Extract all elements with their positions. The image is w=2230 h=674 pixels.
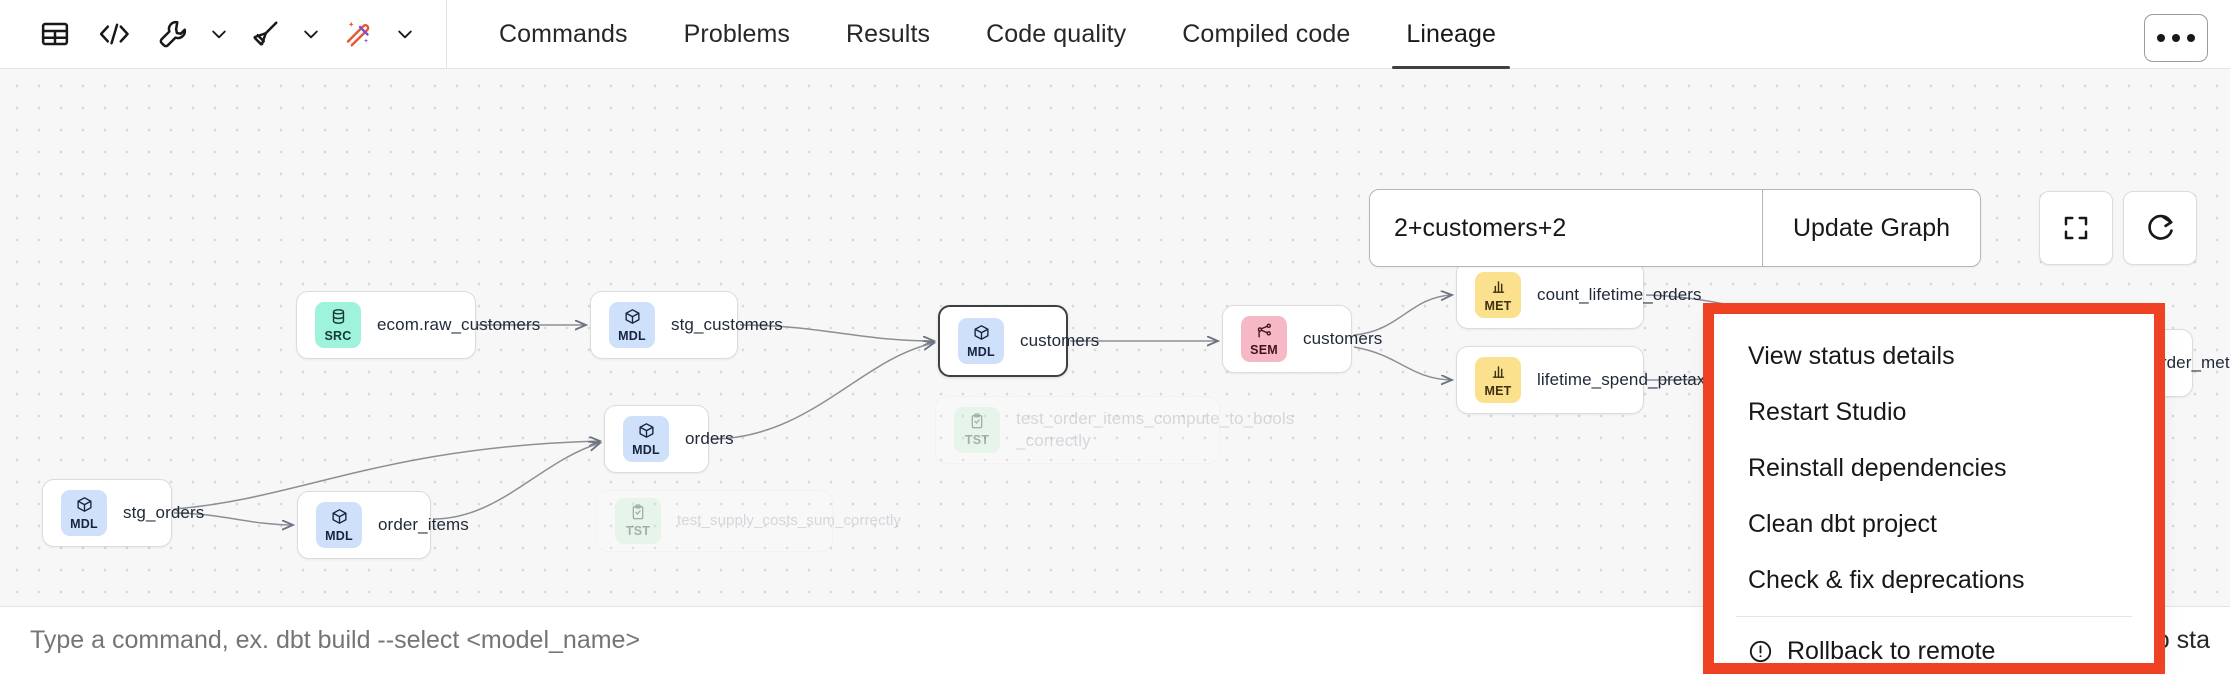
cube-icon xyxy=(973,324,990,345)
node-label: test_order_items_compute_to_bools _corre… xyxy=(1016,408,1295,450)
node-label: stg_customers xyxy=(671,314,783,334)
update-graph-button[interactable]: Update Graph xyxy=(1763,190,1980,266)
menu-item-restart-studio[interactable]: Restart Studio xyxy=(1748,397,1907,426)
tst-badge: TST xyxy=(615,498,661,544)
broom-icon[interactable] xyxy=(236,10,294,58)
tst-badge: TST xyxy=(954,407,1000,453)
lineage-node-count-lifetime-orders[interactable]: MET count_lifetime_orders xyxy=(1456,261,1702,329)
menu-item-view-status-details[interactable]: View status details xyxy=(1748,341,1955,370)
menu-item-reinstall-dependencies[interactable]: Reinstall dependencies xyxy=(1748,453,2007,482)
node-type-tag: SEM xyxy=(1250,342,1278,357)
tab-bar: Commands Problems Results Code quality C… xyxy=(471,0,1524,69)
sem-badge: SEM xyxy=(1241,316,1287,362)
node-label: test_supply_costs_sum_correctly xyxy=(677,512,902,530)
lineage-node-ecom-raw-customers[interactable]: SRC ecom.raw_customers xyxy=(296,291,540,359)
ellipsis-icon-dot xyxy=(2187,34,2195,42)
code-icon[interactable] xyxy=(84,10,144,58)
mdl-badge: MDL xyxy=(316,502,362,548)
mdl-badge: MDL xyxy=(623,416,669,462)
graph-selector-control: Update Graph xyxy=(1369,189,1981,267)
node-type-tag: MET xyxy=(1484,298,1512,313)
semantic-graph-icon xyxy=(1256,322,1273,343)
node-label: customers xyxy=(1303,328,1383,348)
toolbar-divider xyxy=(446,0,447,69)
node-type-tag: TST xyxy=(964,433,990,448)
lineage-node-test-order-items[interactable]: TST test_order_items_compute_to_bools _c… xyxy=(935,396,1294,464)
tab-compiled-code[interactable]: Compiled code xyxy=(1182,19,1351,48)
database-icon xyxy=(330,308,347,329)
lineage-node-test-supply-costs[interactable]: TST test_supply_costs_sum_correctly xyxy=(596,490,901,552)
node-type-tag: SRC xyxy=(324,328,352,343)
cube-icon xyxy=(638,422,655,443)
refresh-icon xyxy=(2148,214,2173,240)
tab-results[interactable]: Results xyxy=(846,19,931,48)
chevron-down-icon-wand[interactable] xyxy=(388,10,422,58)
node-type-tag: MDL xyxy=(632,442,660,457)
graph-selector-input[interactable] xyxy=(1370,190,1762,266)
ellipsis-icon-dot xyxy=(2172,34,2180,42)
tab-code-quality[interactable]: Code quality xyxy=(986,19,1127,48)
wrench-icon[interactable] xyxy=(144,10,202,58)
node-label: count_lifetime_orders xyxy=(1537,284,1702,304)
node-label: ecom.raw_customers xyxy=(377,314,541,334)
clipboard-check-icon xyxy=(630,504,646,524)
fullscreen-button[interactable] xyxy=(2039,191,2113,265)
cube-icon xyxy=(76,496,93,517)
mdl-badge: MDL xyxy=(609,302,655,348)
cube-icon xyxy=(624,308,641,329)
menu-item-check-fix-deprecations[interactable]: Check & fix deprecations xyxy=(1748,565,2025,594)
node-type-tag: MDL xyxy=(618,328,646,343)
top-toolbar: Commands Problems Results Code quality C… xyxy=(0,0,2230,69)
node-type-tag: MET xyxy=(1484,383,1512,398)
mdl-badge: MDL xyxy=(958,318,1004,364)
chevron-down-icon-wrench[interactable] xyxy=(202,10,236,58)
node-label: lifetime_spend_pretax xyxy=(1537,369,1706,389)
node-label: customers xyxy=(1020,330,1100,350)
lineage-node-stg-customers[interactable]: MDL stg_customers xyxy=(590,291,783,359)
toolbar-icon-group xyxy=(0,0,422,69)
node-type-tag: MDL xyxy=(70,516,98,531)
node-type-tag: MDL xyxy=(967,344,995,359)
menu-item-clean-dbt-project[interactable]: Clean dbt project xyxy=(1748,509,1938,538)
lineage-node-customers-semantic[interactable]: SEM customers xyxy=(1222,305,1382,373)
lineage-node-lifetime-spend-pretax[interactable]: MET lifetime_spend_pretax xyxy=(1456,346,1705,414)
lineage-node-orders[interactable]: MDL orders xyxy=(604,405,734,473)
menu-item-label: Rollback to remote xyxy=(1787,636,1996,665)
node-label: orders xyxy=(685,428,734,448)
bar-chart-icon xyxy=(1490,278,1507,299)
tab-commands[interactable]: Commands xyxy=(499,19,628,48)
ellipsis-icon-dot xyxy=(2157,34,2165,42)
node-type-tag: MDL xyxy=(325,528,353,543)
tab-lineage[interactable]: Lineage xyxy=(1378,0,1524,69)
fullscreen-icon xyxy=(2064,216,2088,240)
node-label: stg_orders xyxy=(123,502,205,522)
magic-wand-icon[interactable] xyxy=(328,10,388,58)
tab-problems[interactable]: Problems xyxy=(683,19,791,48)
more-options-button[interactable] xyxy=(2144,14,2208,62)
studio-actions-menu: View status details Restart Studio Reins… xyxy=(1714,314,2154,674)
mdl-badge: MDL xyxy=(61,490,107,536)
graph-control-divider xyxy=(1761,190,1763,266)
cube-icon xyxy=(331,508,348,529)
bar-chart-icon xyxy=(1490,363,1507,384)
chevron-down-icon-broom[interactable] xyxy=(294,10,328,58)
met-badge: MET xyxy=(1475,357,1521,403)
node-label: order_items xyxy=(378,514,469,534)
lineage-node-order-items[interactable]: MDL order_items xyxy=(297,491,469,559)
alert-circle-icon xyxy=(1748,639,1773,664)
node-type-tag: TST xyxy=(625,524,651,539)
clipboard-check-icon xyxy=(969,413,985,433)
refresh-button[interactable] xyxy=(2123,191,2197,265)
command-input[interactable] xyxy=(0,626,1987,655)
lineage-node-customers-model[interactable]: MDL customers xyxy=(938,305,1099,377)
table-icon[interactable] xyxy=(26,10,84,58)
menu-divider xyxy=(1736,616,2132,617)
menu-item-rollback-to-remote[interactable]: Rollback to remote xyxy=(1714,623,2154,674)
src-badge: SRC xyxy=(315,302,361,348)
met-badge: MET xyxy=(1475,272,1521,318)
lineage-node-stg-orders[interactable]: MDL stg_orders xyxy=(42,479,204,547)
